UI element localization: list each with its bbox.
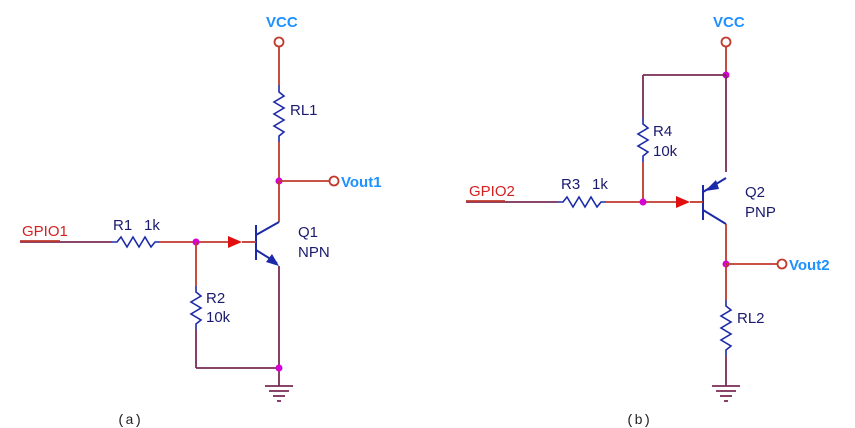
vcc-terminal-a <box>273 36 285 48</box>
r2-resistor <box>189 286 203 330</box>
r1-resistor <box>112 235 160 249</box>
base-junction-b <box>639 198 647 206</box>
r4-resistor <box>636 118 650 162</box>
vcc-label-b: VCC <box>713 14 745 31</box>
vout1-label: Vout1 <box>341 174 382 191</box>
r2-label: R2 <box>206 290 225 307</box>
q2-pnp-transistor <box>702 177 727 225</box>
base-arrow-a <box>228 236 242 248</box>
r1-value: 1k <box>144 217 160 234</box>
r2-value: 10k <box>206 309 231 326</box>
emitter-arrow-b <box>705 180 719 191</box>
base-arrow-b <box>676 196 690 208</box>
circuit-b: VCC R4 10k Q2 PNP GPIO2 R3 1k <box>466 14 830 428</box>
r3-label: R3 <box>561 176 580 193</box>
ground-icon-b <box>712 385 740 402</box>
r3-resistor <box>558 195 606 209</box>
rl2-label: RL2 <box>737 310 765 327</box>
r1-label: R1 <box>113 217 132 234</box>
vcc-label-a: VCC <box>266 14 298 31</box>
q2-type: PNP <box>745 204 776 221</box>
q2-label: Q2 <box>745 184 765 201</box>
r4-value: 10k <box>653 143 678 160</box>
rl2-resistor <box>719 300 733 356</box>
vout2-terminal <box>776 258 788 270</box>
ground-junction-a <box>275 364 283 372</box>
q1-label: Q1 <box>298 224 318 241</box>
q1-type: NPN <box>298 244 330 261</box>
rl1-resistor <box>272 85 286 142</box>
circuit-a: VCC RL1 Vout1 Q1 NPN GPIO1 R1 1k <box>20 14 382 428</box>
r4-label: R4 <box>653 123 672 140</box>
ground-icon-a <box>265 385 293 402</box>
r3-value: 1k <box>592 176 608 193</box>
caption-b: (b) <box>626 413 651 428</box>
q1-npn-transistor <box>255 221 280 266</box>
caption-a: (a) <box>117 413 142 428</box>
vout1-terminal <box>328 175 340 187</box>
gpio1-label: GPIO1 <box>22 223 68 240</box>
vout2-label: Vout2 <box>789 257 830 274</box>
emitter-arrow-a <box>266 254 279 266</box>
gpio2-label: GPIO2 <box>469 183 515 200</box>
rl1-label: RL1 <box>290 102 318 119</box>
vcc-terminal-b <box>720 36 732 48</box>
